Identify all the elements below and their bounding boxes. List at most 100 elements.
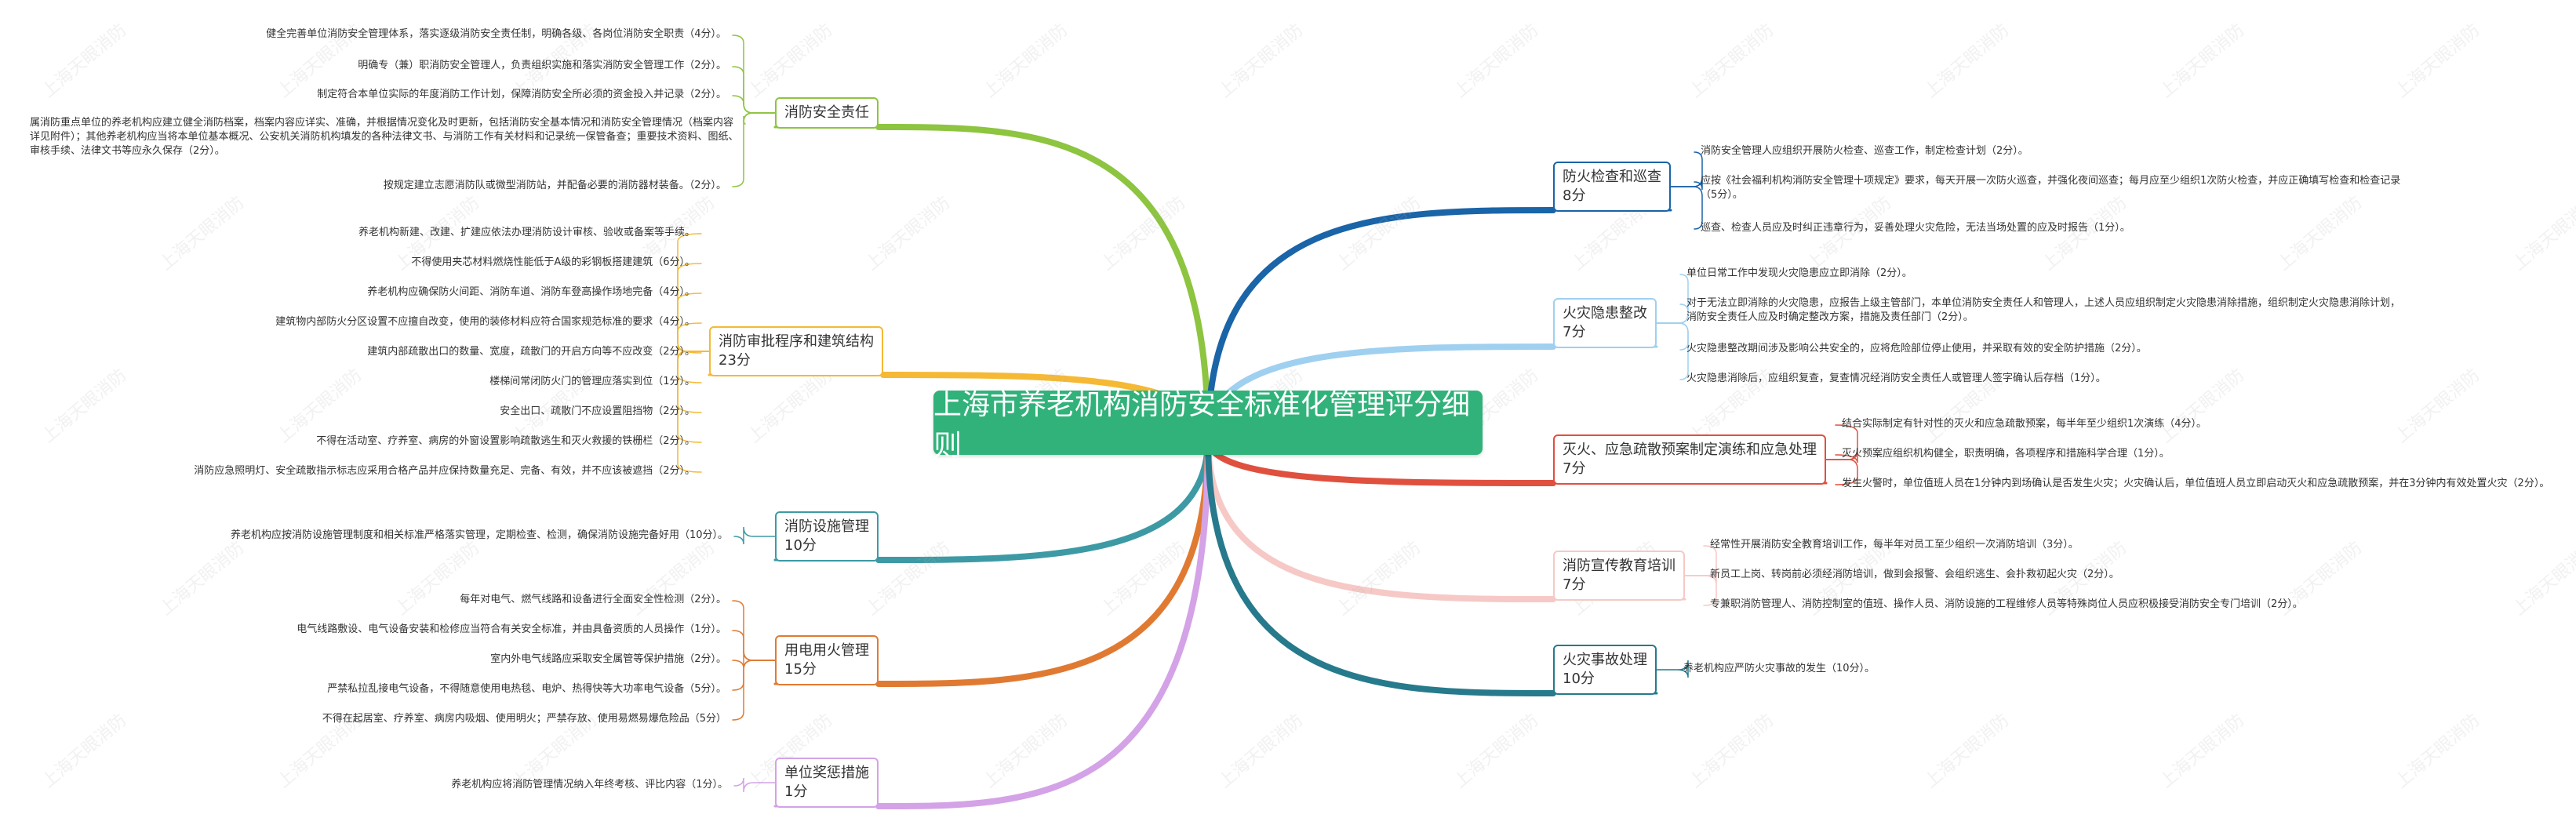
branch-label: 消防安全责任	[784, 104, 869, 121]
leaf-item: 健全完善单位消防安全管理体系，落实逐级消防安全责任制，明确各级、各岗位消防安全职…	[266, 28, 726, 40]
branch-education-training[interactable]: 消防宣传教育培训 7分	[1553, 551, 1685, 601]
branch-score: 8分	[1563, 187, 1586, 204]
branch-score: 15分	[784, 661, 817, 678]
branch-connector	[875, 124, 1211, 442]
leaf-item: 不得在起居室、疗养室、病房内吸烟、使用明火；严禁存放、使用易燃易爆危险品（5分）	[322, 713, 726, 725]
leaf-item: 火灾隐患整改期间涉及影响公共安全的，应将危险部位停止使用，并采取有效的安全防护措…	[1686, 343, 2147, 354]
leaf-connector	[743, 112, 776, 125]
branch-score: 10分	[1563, 671, 1595, 687]
leaf-item: 结合实际制定有针对性的灭火和应急疏散预案，每半年至少组织1次演练（4分）。	[1842, 418, 2207, 430]
leaf-connector	[732, 630, 776, 661]
branch-score: 10分	[784, 537, 817, 554]
leaf-connector	[1825, 449, 1858, 463]
leaf-item: 养老机构应确保防火间距、消防车道、消防车登高操作场地完备（4分）。	[367, 286, 695, 298]
leaf-connector	[1670, 176, 1703, 191]
leaf-item: 单位日常工作中发现火灾隐患应立即消除（2分）。	[1686, 267, 1912, 279]
leaf-item: 养老机构应严防火灾事故的发生（10分）。	[1683, 663, 1876, 674]
leaf-item: 养老机构新建、改建、扩建应依法办理消防设计审核、验收或备案等手续。	[358, 227, 695, 238]
leaf-connector	[732, 650, 776, 669]
leaf-connector	[677, 351, 710, 473]
branch-label: 火灾事故处理	[1563, 652, 1647, 668]
leaf-item: 楼梯间常闭防火门的管理应落实到位（1分）。	[489, 376, 695, 387]
leaf-connector	[732, 660, 776, 721]
leaf-connector	[732, 660, 776, 691]
leaf-connector	[1684, 575, 1717, 606]
leaf-connector	[732, 112, 776, 187]
branch-approval-and-structure[interactable]: 消防审批程序和建筑结构 23分	[709, 326, 883, 376]
branch-connector	[1205, 436, 1556, 486]
leaf-item: 专兼职消防管理人、消防控制室的值班、操作人员、消防设施的工程维修人员等特殊岗位人…	[1710, 598, 2303, 610]
branch-connector	[1205, 207, 1556, 442]
leaf-item: 经常性开展消防安全教育培训工作，每半年对员工至少组织一次消防培训（3分）。	[1710, 539, 2079, 551]
leaf-item: 安全出口、疏散门不应设置阻挡物（2分）。	[500, 405, 695, 417]
leaf-item: 按规定建立志愿消防队或微型消防站，并配备必要的消防器材装备。（2分）。	[383, 180, 726, 191]
branch-connector	[1205, 436, 1556, 602]
leaf-item: 建筑物内部防火分区设置不应擅自改变，使用的装修材料应符合国家规范标准的要求（4分…	[275, 316, 695, 328]
leaf-item: 消防应急照明灯、安全疏散指示标志应采用合格产品并应保持数量充足、完备、有效，并不…	[194, 465, 695, 477]
leaf-item: 应按《社会福利机构消防安全管理十项规定》要求，每天开展一次防火巡查，并强化夜间巡…	[1701, 175, 2401, 201]
leaf-item: 发生火警时，单位值班人员在1分钟内到场确认是否发生火灾；火灾确认后，单位值班人员…	[1842, 478, 2550, 489]
leaf-connector	[1656, 274, 1689, 324]
branch-rewards-penalties[interactable]: 单位奖惩措施 1分	[775, 758, 879, 808]
branch-label: 火灾隐患整改	[1563, 305, 1647, 322]
leaf-connector	[1656, 322, 1689, 380]
leaf-connector	[677, 351, 710, 443]
branch-connector	[875, 436, 1211, 563]
leaf-item: 火灾隐患消除后，应组织复查，复查情况经消防安全责任人或管理人签字确认后存档（1分…	[1686, 373, 2106, 384]
leaf-item: 室内外电气线路应采取安全属管等保护措施（2分）。	[490, 653, 726, 665]
branch-inspection-patrol[interactable]: 防火检查和巡查 8分	[1553, 162, 1671, 212]
branch-score: 23分	[719, 352, 751, 369]
leaf-connector	[1670, 186, 1703, 230]
leaf-connector	[732, 600, 776, 661]
branch-facility-management[interactable]: 消防设施管理 10分	[775, 511, 879, 562]
leaf-connector	[677, 263, 710, 352]
branch-label: 防火检查和巡查	[1563, 169, 1661, 185]
leaf-connector	[732, 95, 776, 114]
branch-label: 消防审批程序和建筑结构	[719, 333, 874, 350]
leaf-item: 不得使用夹芯材料燃烧性能低于A级的彩钢板搭建建筑（6分）。	[411, 256, 695, 268]
branch-accident-handling[interactable]: 火灾事故处理 10分	[1553, 645, 1657, 695]
branch-label: 用电用火管理	[784, 642, 869, 659]
leaf-item: 新员工上岗、转岗前必须经消防培训，做到会报警、会组织逃生、会扑救初起火灾（2分）…	[1710, 569, 2119, 580]
branch-score: 7分	[1563, 460, 1586, 477]
branch-electricity-fire-use[interactable]: 用电用火管理 15分	[775, 635, 879, 685]
leaf-item: 养老机构应按消防设施管理制度和相关标准严格落实管理，定期检查、检测，确保消防设施…	[230, 529, 728, 541]
leaf-connector	[1670, 151, 1703, 187]
leaf-item: 制定符合本单位实际的年度消防工作计划，保障消防安全所必须的资金投入并记录（2分）…	[317, 89, 726, 100]
branch-connector	[875, 436, 1211, 687]
branch-connector	[875, 436, 1211, 809]
leaf-item: 对于无法立即消除的火灾隐患，应报告上级主管部门，本单位消防安全责任人和管理人，上…	[1686, 297, 2401, 323]
leaf-item: 消防安全管理人应组织开展防火检查、巡查工作，制定检查计划（2分）。	[1701, 145, 2028, 157]
leaf-connector	[1656, 660, 1689, 678]
branch-label: 单位奖惩措施	[784, 765, 869, 781]
leaf-connector	[733, 526, 776, 545]
leaf-connector	[732, 66, 776, 114]
leaf-connector	[1656, 304, 1689, 324]
leaf-item: 建筑内部疏散出口的数量、宽度，疏散门的开启方向等不应改变（2分）。	[367, 346, 695, 358]
branch-connector	[1205, 436, 1556, 696]
branch-fire-safety-responsibility[interactable]: 消防安全责任	[775, 97, 879, 129]
branch-score: 7分	[1563, 324, 1586, 340]
branch-score: 7分	[1563, 576, 1586, 593]
branch-label: 消防宣传教育培训	[1563, 558, 1675, 574]
central-topic[interactable]: 上海市养老机构消防安全标准化管理评分细则	[933, 389, 1483, 462]
branch-label: 消防设施管理	[784, 518, 869, 535]
branch-hazard-rectification[interactable]: 火灾隐患整改 7分	[1553, 298, 1657, 348]
leaf-connector	[732, 35, 776, 114]
branch-score: 1分	[784, 783, 808, 800]
leaf-connector	[733, 777, 776, 793]
leaf-item: 巡查、检查人员应及时纠正违章行为，妥善处理火灾危险，无法当场处置的应及时报告（1…	[1701, 222, 2130, 234]
leaf-connector	[1656, 322, 1689, 351]
leaf-item: 灭火预案应组织机构健全，职责明确，各项程序和措施科学合理（1分）。	[1842, 448, 2170, 460]
leaf-item: 养老机构应将消防管理情况纳入年终考核、评比内容（1分）。	[451, 779, 728, 791]
branch-emergency-plan-drill[interactable]: 灭火、应急疏散预案制定演练和应急处理 7分	[1553, 434, 1826, 485]
leaf-item: 每年对电气、燃气线路和设备进行全面安全性检测（2分）。	[460, 594, 726, 605]
leaf-item: 严禁私拉乱接电气设备，不得随意使用电热毯、电炉、热得快等大功率电气设备（5分）。	[327, 683, 726, 695]
branch-label: 灭火、应急疏散预案制定演练和应急处理	[1563, 442, 1817, 458]
leaf-item: 明确专（兼）职消防安全管理人，负责组织实施和落实消防安全管理工作（2分）。	[358, 60, 726, 71]
leaf-item: 不得在活动室、疗养室、病房的外窗设置影响疏散逃生和灭火救援的铁栅栏（2分）。	[316, 435, 695, 447]
leaf-item: 电气线路敷设、电气设备安装和检修应当符合有关安全标准，并由具备资质的人员操作（1…	[297, 623, 726, 635]
leaf-item: 属消防重点单位的养老机构应建立健全消防档案，档案内容应详实、准确，并根据情况变化…	[30, 117, 739, 157]
leaf-connector	[1825, 459, 1858, 485]
